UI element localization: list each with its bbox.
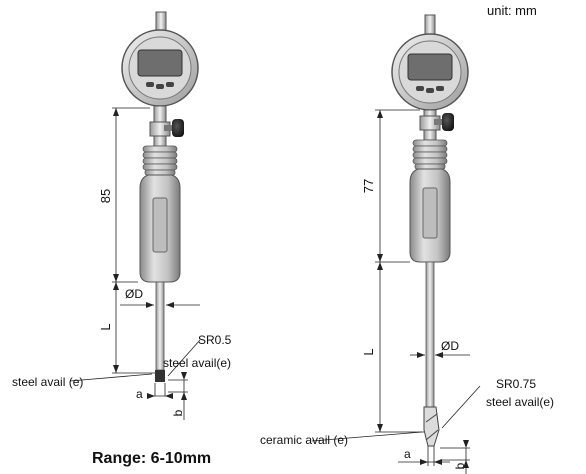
- right-contact-material-right: steel avail(e): [486, 395, 554, 409]
- right-dimension-lines: [311, 109, 481, 474]
- right-a-dimension: a: [404, 447, 411, 461]
- left-a-dimension: a: [136, 387, 143, 401]
- range-label: Range: 6-10mm: [92, 450, 211, 467]
- right-probe-rod: [425, 261, 435, 408]
- right-gauge: 77 L ØD SR0.75 steel avail(e) ceramic av…: [260, 14, 554, 474]
- right-L-dimension: L: [361, 348, 376, 355]
- left-clamp-knob: [172, 119, 184, 137]
- left-contact-material-left: steel avail (e): [12, 375, 83, 389]
- left-contact-material-right: steel avail(e): [163, 356, 231, 370]
- left-length-dimension: 85: [98, 189, 113, 203]
- right-lcd-display: [407, 53, 453, 81]
- left-dial-neck: [153, 105, 167, 125]
- right-grip-rings: [412, 139, 448, 170]
- left-dial-button: [166, 82, 174, 87]
- left-dial-stem: [155, 11, 167, 31]
- left-handle: [139, 174, 181, 283]
- right-probe-tip: [423, 406, 440, 447]
- left-diameter-label: ØD: [125, 287, 143, 301]
- left-gauge: 85 L ØD SR0.5 steel avail(e) steel avail…: [12, 11, 232, 467]
- left-dial-button: [146, 82, 154, 87]
- left-dimension-lines: [69, 107, 201, 420]
- right-dial-indicator: [391, 33, 469, 111]
- right-contact-radius-label: SR0.75: [496, 377, 536, 391]
- right-length-dimension: 77: [361, 179, 376, 193]
- right-dial-button: [436, 86, 444, 91]
- right-b-dimension: b: [453, 462, 467, 469]
- right-dial-stem: [424, 14, 436, 36]
- left-probe-tip: [155, 370, 165, 382]
- left-L-dimension: L: [98, 323, 113, 330]
- left-b-dimension: b: [171, 409, 185, 416]
- right-contact-material-left: ceramic avail (e): [260, 433, 348, 447]
- left-lcd-display: [137, 49, 183, 77]
- left-dial-button: [156, 84, 164, 89]
- right-handle: [409, 168, 451, 263]
- left-dial-indicator: [121, 29, 199, 107]
- unit-note: unit: mm: [487, 3, 537, 18]
- right-dial-button: [426, 88, 434, 93]
- right-diameter-label: ØD: [441, 339, 459, 353]
- left-contact-radius-label: SR0.5: [198, 333, 232, 347]
- left-grip-rings: [142, 145, 178, 176]
- right-dial-button: [416, 86, 424, 91]
- right-clamp-knob: [442, 113, 454, 131]
